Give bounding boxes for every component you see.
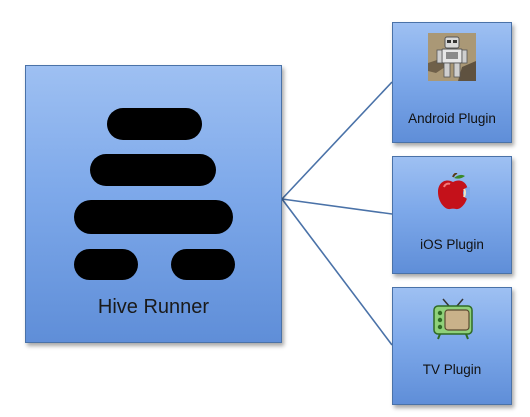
robot-icon bbox=[428, 33, 476, 81]
hive-logo-bar-4 bbox=[74, 249, 138, 280]
android-plugin-box: Android Plugin bbox=[392, 22, 512, 143]
tv-icon bbox=[433, 298, 473, 340]
ios-plugin-label: iOS Plugin bbox=[420, 237, 484, 252]
hive-logo-bar-3 bbox=[74, 200, 233, 234]
connector-android bbox=[281, 81, 393, 200]
android-plugin-label: Android Plugin bbox=[408, 111, 496, 126]
hive-logo-bar-1 bbox=[107, 108, 202, 140]
hive-logo-bar-5 bbox=[171, 249, 235, 280]
hive-logo-bar-2 bbox=[90, 154, 216, 186]
connector-tv bbox=[281, 198, 393, 346]
connector-ios bbox=[281, 198, 393, 215]
tv-plugin-box: TV Plugin bbox=[392, 287, 512, 405]
hive-runner-box: Hive Runner bbox=[25, 65, 282, 343]
tv-plugin-label: TV Plugin bbox=[422, 362, 482, 377]
apple-icon bbox=[438, 173, 470, 210]
ios-plugin-box: iOS Plugin bbox=[392, 156, 512, 274]
hive-runner-label: Hive Runner bbox=[97, 296, 210, 318]
